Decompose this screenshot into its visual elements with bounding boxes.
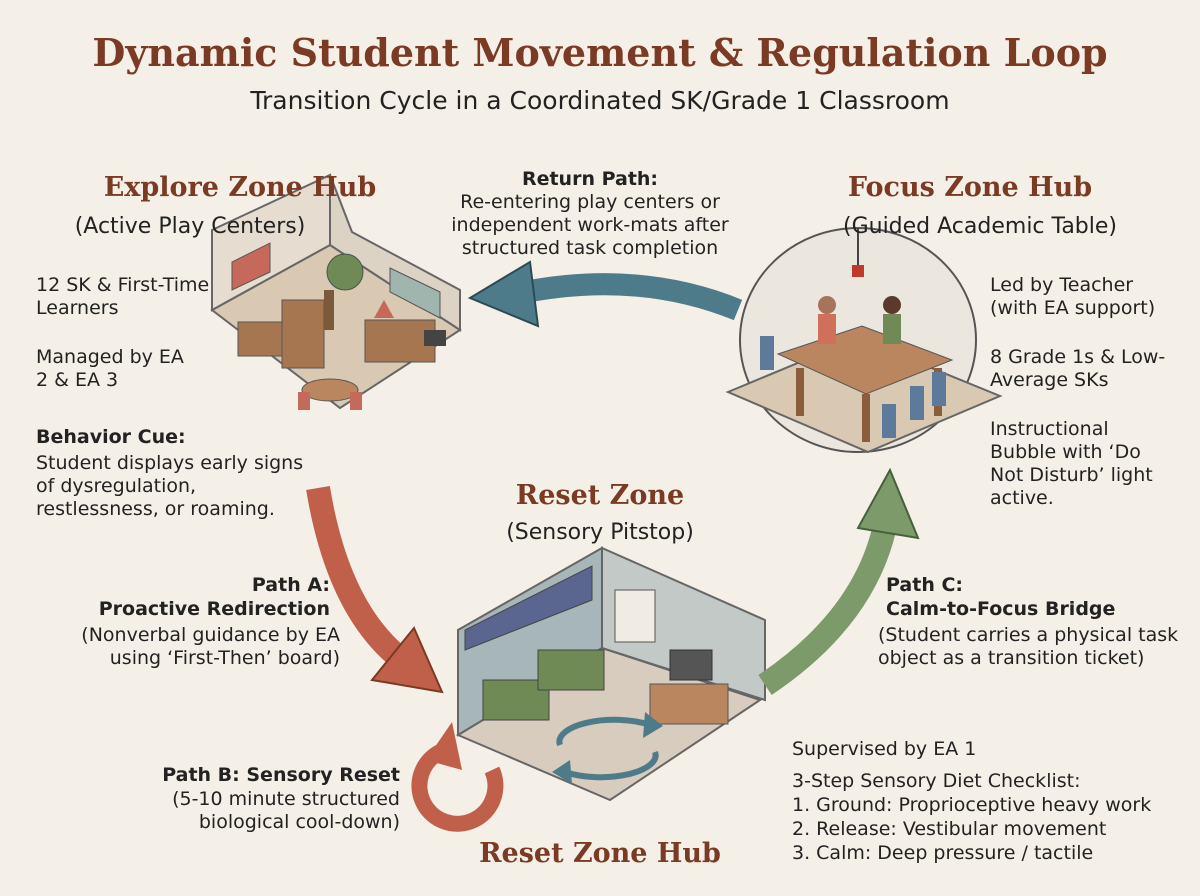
path-c-arrowhead (856, 467, 920, 540)
focus-led-by: Led by Teacher (with EA support) (990, 274, 1156, 319)
explore-hub-title: Explore Zone Hub (103, 172, 377, 203)
cycle-arrows-icon (556, 716, 659, 781)
focus-room-illustration (725, 227, 1003, 454)
reset-zone-title: Reset Zone (515, 480, 685, 511)
path-c-arrow (758, 526, 896, 695)
return-path-text: Re-entering play centers or independent … (451, 191, 729, 259)
page-subtitle: Transition Cycle in a Coordinated SK/Gra… (250, 86, 950, 115)
curved-arrow-icon (411, 744, 504, 832)
path-a-arrow (306, 486, 410, 670)
path-b-text: (5-10 minute structured biological cool-… (172, 788, 400, 833)
behavior-cue-label: Behavior Cue: (36, 426, 186, 448)
path-a-name: Proactive Redirection (98, 598, 330, 620)
focus-hub-title: Focus Zone Hub (847, 172, 1093, 203)
explore-managed: Managed by EA 2 & EA 3 (36, 346, 184, 391)
return-path-arrowhead (467, 260, 540, 328)
cycle-arrow-head-2 (552, 760, 572, 784)
cycle-arrow-head-1 (643, 712, 663, 738)
reset-supervised: Supervised by EA 1 (792, 738, 977, 760)
focus-hub-subtitle: (Guided Academic Table) (843, 214, 1117, 239)
return-path-arrow (522, 273, 743, 321)
path-c-label: Path C: (886, 574, 964, 596)
explore-room-illustration (210, 173, 462, 410)
focus-students: 8 Grade 1s & Low-Average SKs (990, 346, 1166, 391)
checklist-item: 3. Calm: Deep pressure / tactile (792, 842, 1094, 864)
return-path-label: Return Path: (521, 168, 659, 190)
focus-bubble-note: Instructional Bubble with ‘Do Not Distur… (990, 418, 1153, 509)
explore-hub-subtitle: (Active Play Centers) (74, 214, 306, 239)
checklist-item: 1. Ground: Proprioceptive heavy work (792, 794, 1152, 816)
path-c-name: Calm-to-Focus Bridge (886, 598, 1116, 620)
path-b-label: Path B: Sensory Reset (162, 764, 400, 786)
page-title: Dynamic Student Movement & Regulation Lo… (92, 30, 1108, 75)
path-a-arrowhead (370, 626, 444, 694)
reset-zone-subtitle: (Sensory Pitstop) (506, 520, 694, 545)
checklist-title: 3-Step Sensory Diet Checklist: (792, 770, 1081, 792)
path-b-arrowhead (426, 722, 462, 770)
behavior-cue-text: Student displays early signs of dysregul… (36, 452, 304, 520)
checklist-item: 2. Release: Vestibular movement (792, 818, 1107, 840)
reset-room-illustration (455, 546, 766, 802)
path-a-label: Path A: (251, 574, 330, 596)
reset-hub-label: Reset Zone Hub (479, 838, 721, 869)
explore-learners: 12 SK & First-Time Learners (36, 274, 210, 319)
path-c-text: (Student carries a physical task object … (878, 624, 1179, 669)
path-a-text: (Nonverbal guidance by EA using ‘First-T… (81, 624, 340, 669)
